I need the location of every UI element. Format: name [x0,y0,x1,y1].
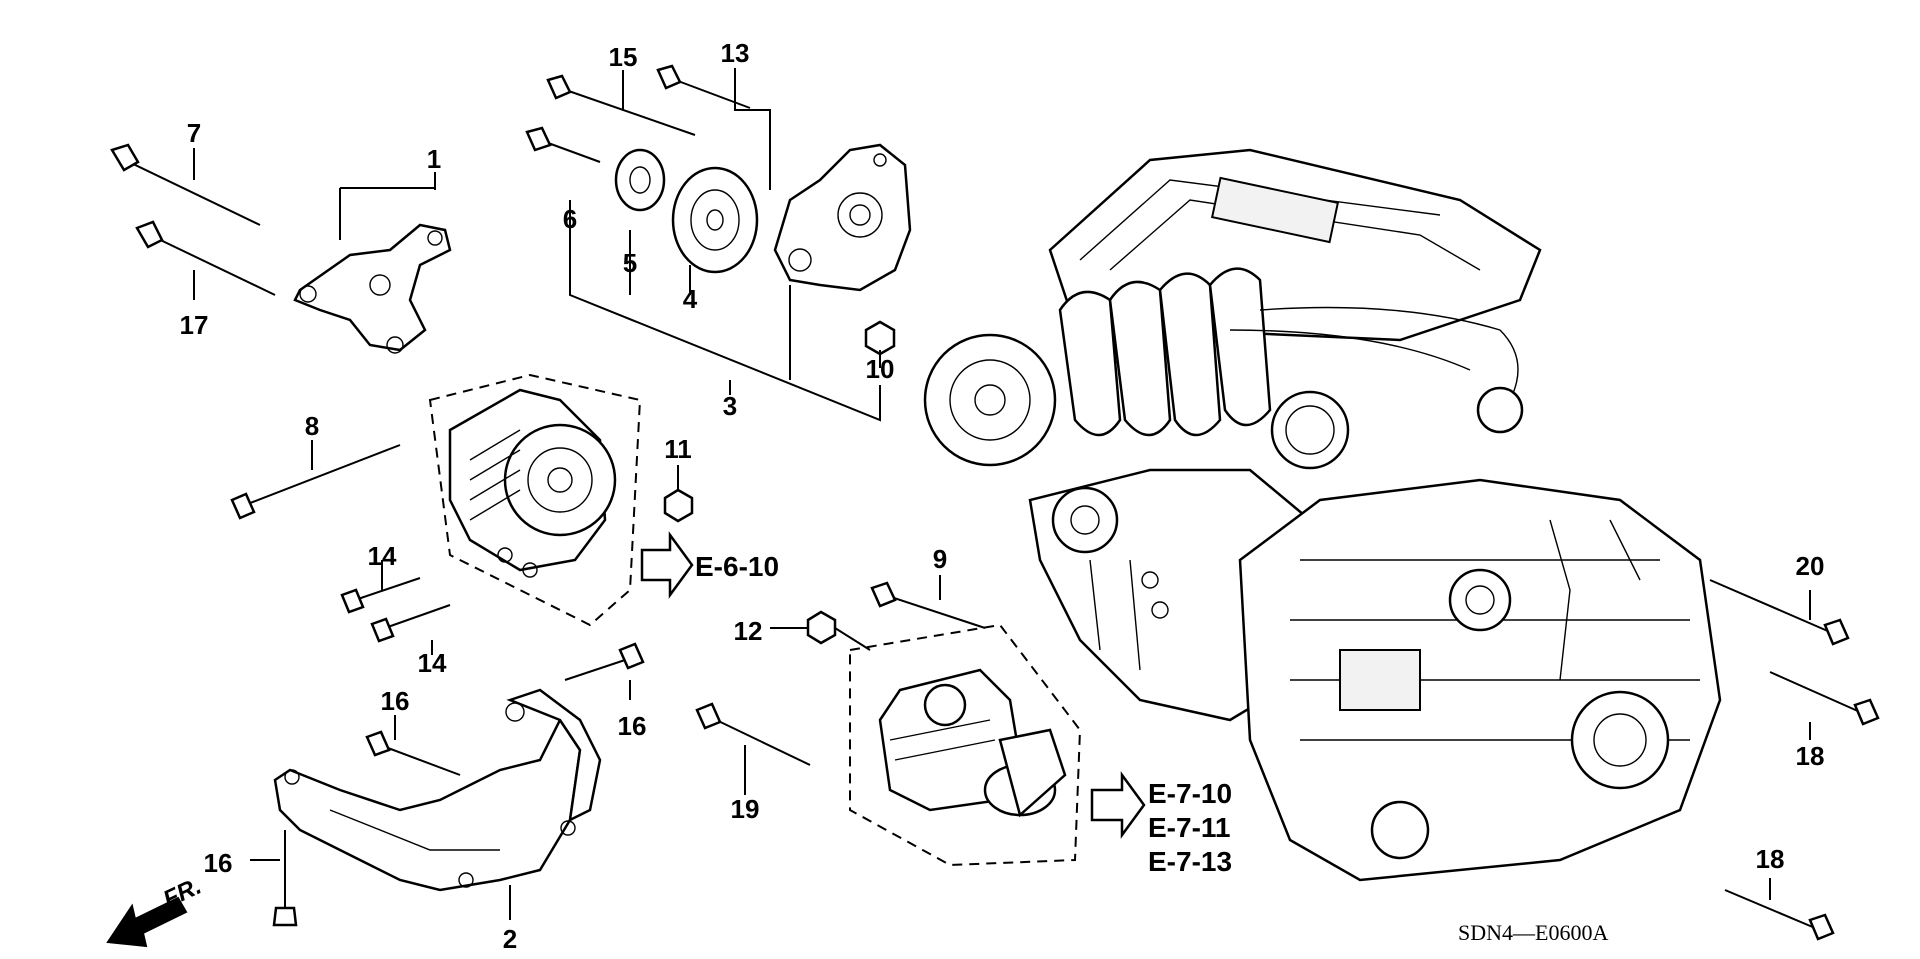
callout-9: 9 [933,544,947,574]
ref-starter-2: E-7-11 [1148,812,1231,843]
callout-17: 17 [180,310,209,340]
diagram-code: SDN4—E0600A [1458,920,1608,945]
nut-10 [864,320,896,356]
callout-2: 2 [503,924,517,954]
callout-12: 12 [734,616,763,646]
bolts [110,64,1880,941]
callout-16b: 16 [618,711,647,741]
callout-19: 19 [731,794,760,824]
bolt-16-upper [564,659,626,681]
callout-3: 3 [723,391,737,421]
bolt-15 [559,87,696,136]
front-direction-arrow [106,896,188,948]
callout-13: 13 [721,38,750,68]
callout-16c: 16 [204,848,233,878]
callout-7: 7 [187,118,201,148]
callout-10: 10 [866,354,895,384]
bolt-9 [884,594,986,629]
ref-starter-1: E-7-10 [1148,778,1232,809]
bolt-19 [709,716,811,766]
part-2-mount-bracket [273,688,602,892]
ref-alternator: E-6-10 [695,551,779,582]
leader-lines [193,68,1811,920]
bolt-16-middle [379,744,461,776]
callout-labels: 1 2 3 4 5 6 7 8 9 10 11 12 13 14 14 15 1… [180,38,1825,954]
reference-labels: E-6-10 E-7-10 E-7-11 E-7-13 [695,551,1232,877]
nut-11 [663,488,694,523]
bolt-20 [1709,579,1831,633]
bolt-14b [384,604,451,629]
reference-arrow-starter [1090,771,1146,839]
callout-5: 5 [623,248,637,278]
bolt-18-lower [1724,889,1816,929]
callout-18b: 18 [1756,844,1785,874]
bolt-14a [354,577,421,601]
ref-starter-3: E-7-13 [1148,846,1232,877]
callout-8: 8 [305,411,319,441]
part-1-alternator-bracket [293,223,452,354]
engine-assembly [923,148,1542,722]
callout-15: 15 [609,42,638,72]
alternator-group [428,373,642,627]
callout-16a: 16 [381,686,410,716]
bolt-18-upper [1769,671,1861,713]
callout-6: 6 [563,204,577,234]
nuts [663,320,896,645]
reference-arrow-alternator [640,531,694,599]
nut-12 [806,610,837,645]
part-4-idler-pulley [671,166,759,274]
part-5-idler-pulley [614,148,666,212]
callout-20: 20 [1796,551,1825,581]
callout-1: 1 [427,144,441,174]
bolt-8 [244,444,401,506]
callout-11: 11 [664,434,692,464]
callout-14a: 14 [368,541,397,571]
part-3-auto-tensioner [773,143,912,292]
callout-14b: 14 [418,648,447,678]
starter-group [849,623,1082,867]
callout-18a: 18 [1796,741,1825,771]
bolt-13 [669,77,751,109]
bolt-17 [149,234,276,296]
callout-4: 4 [683,284,698,314]
transmission-assembly [1238,478,1722,882]
bolt-7 [124,159,261,226]
